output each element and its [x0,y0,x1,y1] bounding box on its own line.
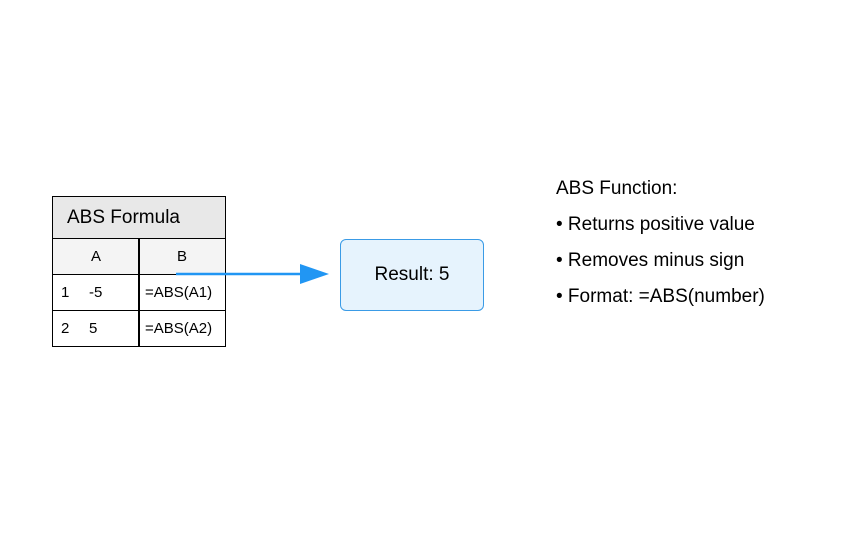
row-number: 1 [61,284,70,301]
notes-bullet: • Returns positive value [556,214,755,235]
column-header-b: B [139,239,225,275]
table-row: 1 -5 =ABS(A1) [53,275,225,311]
table-row: 2 5 =ABS(A2) [53,311,225,347]
notes-panel: ABS Function: • Returns positive value •… [556,176,765,320]
row-number: 2 [61,320,70,337]
cell-a1: -5 [89,284,103,301]
cell-b1: =ABS(A1) [145,284,213,301]
result-box: Result: 5 [340,239,484,311]
notes-heading: ABS Function: [556,178,678,199]
column-header-a: A [53,239,139,275]
spreadsheet: ABS Formula A B 1 -5 =ABS(A1) 2 5 =ABS(A… [52,196,226,347]
notes-bullet: • Removes minus sign [556,250,745,271]
result-label: Result: 5 [374,264,450,285]
column-divider [138,239,140,346]
arrow-head-icon [300,264,329,284]
cell-a2: 5 [89,320,98,337]
cell-b2: =ABS(A2) [145,320,213,337]
notes-bullet: • Format: =ABS(number) [556,286,765,307]
spreadsheet-title: ABS Formula [53,197,225,239]
